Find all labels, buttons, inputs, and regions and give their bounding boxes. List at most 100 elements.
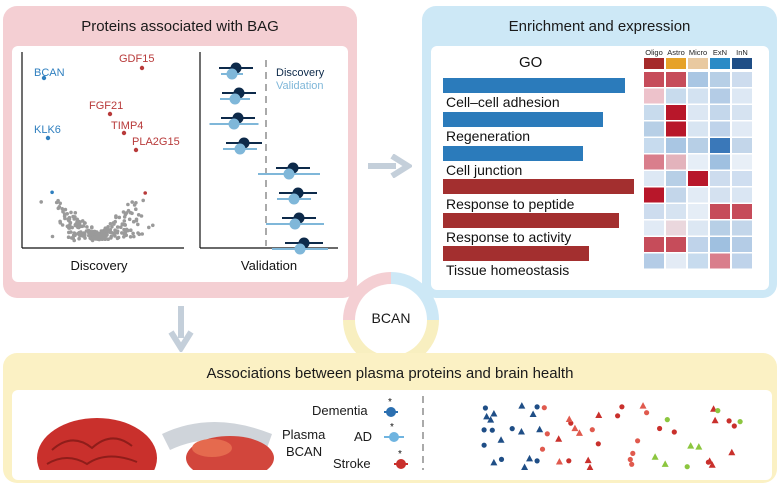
- volcano-dot: [56, 206, 61, 211]
- outcome-stroke: Stroke: [333, 456, 371, 471]
- volcano-dot: [58, 221, 63, 225]
- heatmap-cell: [688, 105, 708, 120]
- ad-star: *: [390, 422, 394, 433]
- association-point: [737, 419, 743, 425]
- association-triangle: [584, 456, 592, 464]
- volcano-dot: [128, 235, 133, 239]
- association-triangle: [571, 424, 579, 432]
- association-point: [489, 427, 495, 433]
- heatmap-cell: [644, 253, 664, 269]
- volcano-dot: [80, 219, 85, 223]
- volcano-dot: [126, 208, 131, 213]
- arrow-right: [368, 154, 412, 178]
- heatmap-cell: [732, 154, 752, 170]
- volcano-dot: [143, 191, 147, 195]
- volcano-dot: [95, 232, 100, 237]
- association-point: [726, 418, 732, 424]
- go-bar-3: [443, 146, 583, 161]
- heatmap-cell: [710, 88, 730, 104]
- association-point: [705, 459, 712, 465]
- heatmap-cell: [688, 121, 708, 137]
- forest-legend-validation: Validation: [276, 80, 324, 92]
- heatmap-cell: [644, 138, 664, 153]
- association-point: [566, 458, 572, 464]
- volcano-dot: [140, 232, 144, 236]
- heatmap-celltype-swatch: [732, 58, 752, 69]
- volcano-label-bcan: BCAN: [34, 67, 65, 79]
- heatmap-cell: [666, 237, 686, 252]
- volcano-dot: [60, 223, 65, 227]
- association-triangle: [639, 402, 647, 409]
- heatmap-cell: [666, 72, 686, 87]
- heatmap-cell: [710, 154, 730, 170]
- volcano-dot: [115, 230, 120, 235]
- plasma-label: Plasma: [282, 427, 326, 442]
- heatmap-cell: [644, 105, 664, 120]
- volcano-dot: [86, 228, 91, 233]
- volcano-dot: [114, 215, 118, 220]
- volcano-plot: BCAN GDF15 FGF21 TIMP4 KLK6 PLA2G15 Disc…: [21, 52, 338, 273]
- volcano-dot: [65, 224, 70, 229]
- volcano-dot: [63, 207, 68, 212]
- volcano-dot: [87, 233, 91, 238]
- volcano-dot: [66, 235, 71, 239]
- associations-panel-title: Associations between plasma proteins and…: [206, 365, 574, 382]
- forest-validation-point: [234, 143, 246, 155]
- association-point: [635, 438, 641, 444]
- forest-validation-point: [289, 218, 301, 230]
- volcano-dot: [115, 225, 120, 229]
- ad-marker: [389, 432, 399, 442]
- heatmap-header-oligo: Oligo: [645, 48, 663, 57]
- go-bar-1: [443, 78, 625, 93]
- volcano-dot: [130, 200, 134, 204]
- association-point: [629, 461, 635, 467]
- go-bar-4: [443, 179, 634, 194]
- association-point: [534, 458, 540, 464]
- volcano-dot: [141, 198, 145, 203]
- association-point: [731, 423, 737, 429]
- volcano-dot: [99, 229, 104, 233]
- volcano-dot: [75, 217, 79, 222]
- association-triangle: [586, 463, 594, 470]
- heatmap-cell: [688, 187, 708, 203]
- heatmap-header-astro: Astro: [667, 48, 685, 57]
- volcano-label-timp4: TIMP4: [111, 120, 143, 132]
- volcano-highlight-dot: [139, 65, 145, 71]
- heatmap-cell: [732, 138, 752, 153]
- volcano-dot: [79, 233, 84, 237]
- volcano-dot: [115, 236, 120, 241]
- volcano-dot: [96, 235, 101, 240]
- dementia-marker: [386, 407, 396, 417]
- heatmap-celltype-swatch: [688, 58, 708, 69]
- heatmap-cell: [732, 121, 752, 137]
- heatmap-cell: [732, 171, 752, 186]
- association-point: [715, 408, 721, 414]
- volcano-dot: [105, 233, 109, 237]
- association-triangle: [490, 409, 498, 417]
- association-triangle: [595, 411, 603, 419]
- forest-validation-point: [294, 243, 306, 255]
- association-point: [589, 427, 595, 433]
- association-triangle: [695, 443, 703, 450]
- heatmap-cell: [688, 171, 708, 186]
- volcano-dot: [106, 237, 110, 241]
- association-point: [664, 417, 670, 423]
- go-term-3: Cell junction: [446, 162, 523, 178]
- heatmap-cell: [710, 204, 730, 219]
- heatmap-cell: [644, 187, 664, 203]
- association-triangle: [708, 461, 716, 468]
- forest-xlabel: Validation: [241, 258, 297, 273]
- stroke-star: *: [398, 449, 402, 460]
- association-triangle: [575, 429, 583, 436]
- association-triangle: [483, 412, 491, 420]
- enrichment-panel-title: Enrichment and expression: [508, 18, 691, 35]
- heatmap-cell: [732, 88, 752, 104]
- heatmap-cell: [666, 253, 686, 269]
- heatmap-cell: [644, 171, 664, 186]
- association-triangle: [651, 453, 659, 460]
- heatmap-cell: [710, 220, 730, 236]
- dementia-star: *: [388, 397, 392, 408]
- volcano-dot: [71, 236, 75, 240]
- go-term-6: Tissue homeostasis: [446, 262, 570, 278]
- association-point: [498, 456, 505, 462]
